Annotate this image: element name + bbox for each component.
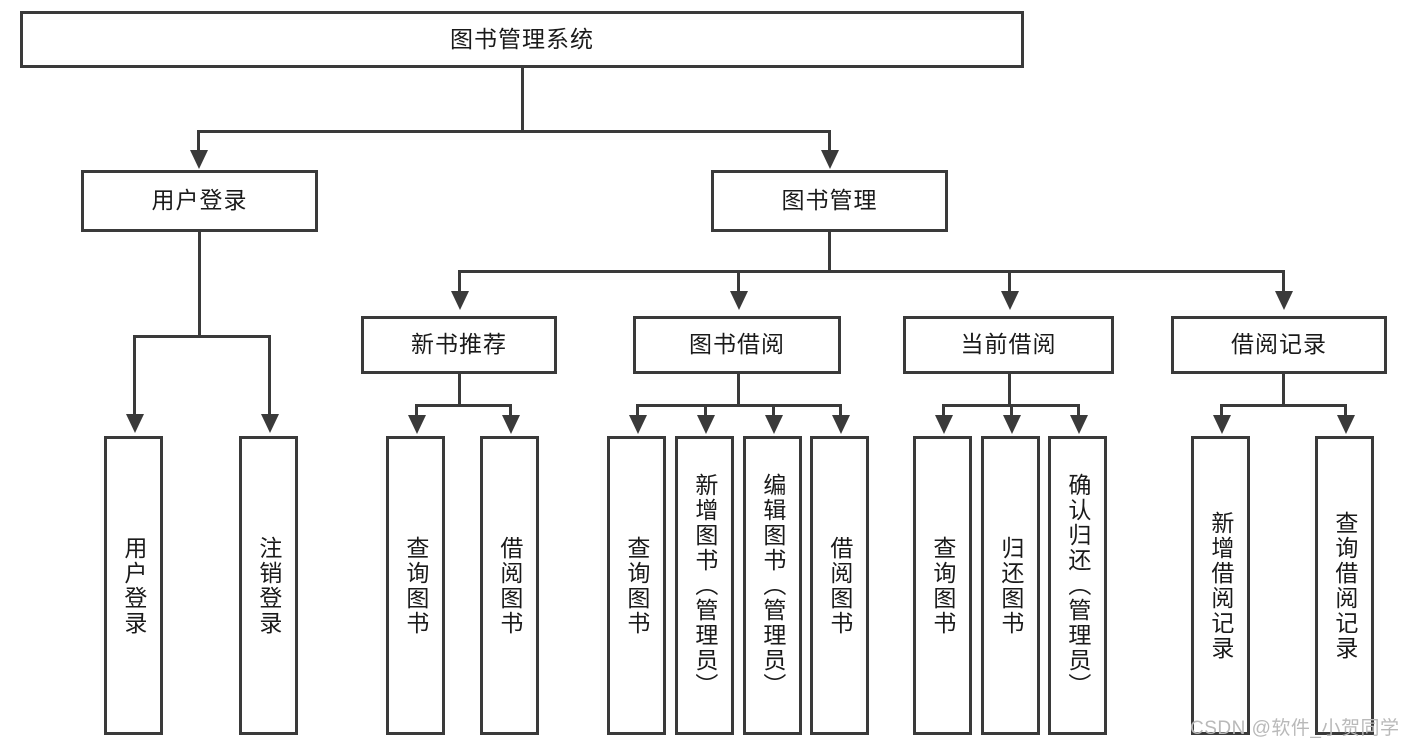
edge-bm-drop-4 [1282, 270, 1285, 292]
edge-root-to-user-login [197, 130, 200, 152]
node-leaf-confirm-return[interactable]: 确认归还（管理员） [1048, 436, 1107, 735]
node-label: 查询图书 [929, 535, 956, 636]
arrow-to-leaf-query-book-1 [408, 415, 426, 434]
edge-bb-drop-3 [772, 404, 775, 416]
arrow-to-leaf-query-book-2 [629, 415, 647, 434]
node-user-login[interactable]: 用户登录 [81, 170, 318, 232]
node-label: 新增图书（管理员） [691, 473, 718, 698]
edge-cb-drop-3 [1077, 404, 1080, 416]
edge-nbr-stem [458, 374, 461, 406]
edge-bm-drop-2 [737, 270, 740, 292]
edge-bb-drop-1 [636, 404, 639, 416]
node-leaf-query-book-3[interactable]: 查询图书 [913, 436, 972, 735]
node-leaf-query-record[interactable]: 查询借阅记录 [1315, 436, 1374, 735]
node-leaf-user-logout[interactable]: 注销登录 [239, 436, 298, 735]
edge-root-bus [197, 130, 831, 133]
node-label: 查询图书 [623, 535, 650, 636]
arrow-to-leaf-add-record [1213, 415, 1231, 434]
edge-bm-drop-1 [458, 270, 461, 292]
node-label: 新增借阅记录 [1207, 510, 1234, 661]
node-label: 图书管理系统 [450, 25, 594, 52]
node-new-book-recommend[interactable]: 新书推荐 [361, 316, 557, 374]
edge-br-bus [1220, 404, 1347, 407]
arrow-to-book-management [821, 150, 839, 169]
node-label: 当前借阅 [960, 331, 1057, 358]
node-leaf-query-book-1[interactable]: 查询图书 [386, 436, 445, 735]
node-label: 用户登录 [120, 535, 147, 636]
node-leaf-add-book[interactable]: 新增图书（管理员） [675, 436, 734, 735]
edge-user-login-stem [198, 232, 201, 335]
edge-book-management-stem [828, 232, 831, 272]
edge-cb-drop-2 [1010, 404, 1013, 416]
edge-root-to-book-management [828, 130, 831, 152]
arrow-to-leaf-confirm-return [1070, 415, 1088, 434]
node-book-management[interactable]: 图书管理 [711, 170, 948, 232]
arrow-to-new-book-recommend [451, 291, 469, 310]
edge-cb-stem [1008, 374, 1011, 406]
edge-book-management-bus [458, 270, 1285, 273]
node-borrow-record[interactable]: 借阅记录 [1171, 316, 1387, 374]
node-leaf-add-record[interactable]: 新增借阅记录 [1191, 436, 1250, 735]
node-leaf-borrow-book-1[interactable]: 借阅图书 [480, 436, 539, 735]
node-leaf-edit-book[interactable]: 编辑图书（管理员） [743, 436, 802, 735]
node-label: 借阅图书 [496, 535, 523, 636]
node-leaf-return-book[interactable]: 归还图书 [981, 436, 1040, 735]
arrow-to-leaf-borrow-book-1 [502, 415, 520, 434]
arrow-to-leaf-return-book [1003, 415, 1021, 434]
edge-cb-drop-1 [942, 404, 945, 416]
node-label: 注销登录 [255, 535, 282, 636]
node-book-borrow[interactable]: 图书借阅 [633, 316, 841, 374]
edge-bb-drop-2 [704, 404, 707, 416]
edge-br-drop-2 [1344, 404, 1347, 416]
node-label: 查询图书 [402, 535, 429, 636]
edge-nbr-bus [415, 404, 512, 407]
arrow-to-leaf-user-logout [261, 414, 279, 433]
node-root-book-management-system[interactable]: 图书管理系统 [20, 11, 1024, 68]
edge-nbr-drop-1 [415, 404, 418, 416]
edge-nbr-drop-2 [509, 404, 512, 416]
node-leaf-borrow-book-2[interactable]: 借阅图书 [810, 436, 869, 735]
node-label: 借阅记录 [1231, 331, 1327, 358]
edge-bm-drop-3 [1008, 270, 1011, 292]
node-label: 用户登录 [151, 187, 248, 214]
arrow-to-user-login [190, 150, 208, 169]
edge-br-stem [1282, 374, 1285, 406]
node-label: 确认归还（管理员） [1064, 473, 1091, 698]
node-label: 编辑图书（管理员） [759, 473, 786, 698]
node-label: 归还图书 [997, 535, 1024, 636]
node-current-borrow[interactable]: 当前借阅 [903, 316, 1114, 374]
arrow-to-leaf-query-book-3 [935, 415, 953, 434]
node-label: 新书推荐 [411, 331, 507, 358]
edge-user-login-drop-1 [133, 335, 136, 415]
node-label: 图书借阅 [689, 331, 785, 358]
edge-root-stem-main [521, 68, 524, 130]
edge-bb-stem [737, 374, 740, 406]
arrow-to-borrow-record [1275, 291, 1293, 310]
edge-bb-bus [636, 404, 842, 407]
arrow-to-leaf-add-book [697, 415, 715, 434]
arrow-to-current-borrow [1001, 291, 1019, 310]
edge-user-login-drop-2 [268, 335, 271, 415]
node-label: 查询借阅记录 [1331, 510, 1358, 661]
node-label: 图书管理 [781, 187, 878, 214]
node-leaf-user-login[interactable]: 用户登录 [104, 436, 163, 735]
arrow-to-leaf-borrow-book-2 [832, 415, 850, 434]
edge-user-login-bus [133, 335, 270, 338]
edge-br-drop-1 [1220, 404, 1223, 416]
node-leaf-query-book-2[interactable]: 查询图书 [607, 436, 666, 735]
arrow-to-leaf-query-record [1337, 415, 1355, 434]
edge-bb-drop-4 [839, 404, 842, 416]
arrow-to-book-borrow [730, 291, 748, 310]
node-label: 借阅图书 [826, 535, 853, 636]
arrow-to-leaf-user-login [126, 414, 144, 433]
watermark-text: CSDN @软件_小贺同学 [1190, 718, 1400, 739]
arrow-to-leaf-edit-book [765, 415, 783, 434]
